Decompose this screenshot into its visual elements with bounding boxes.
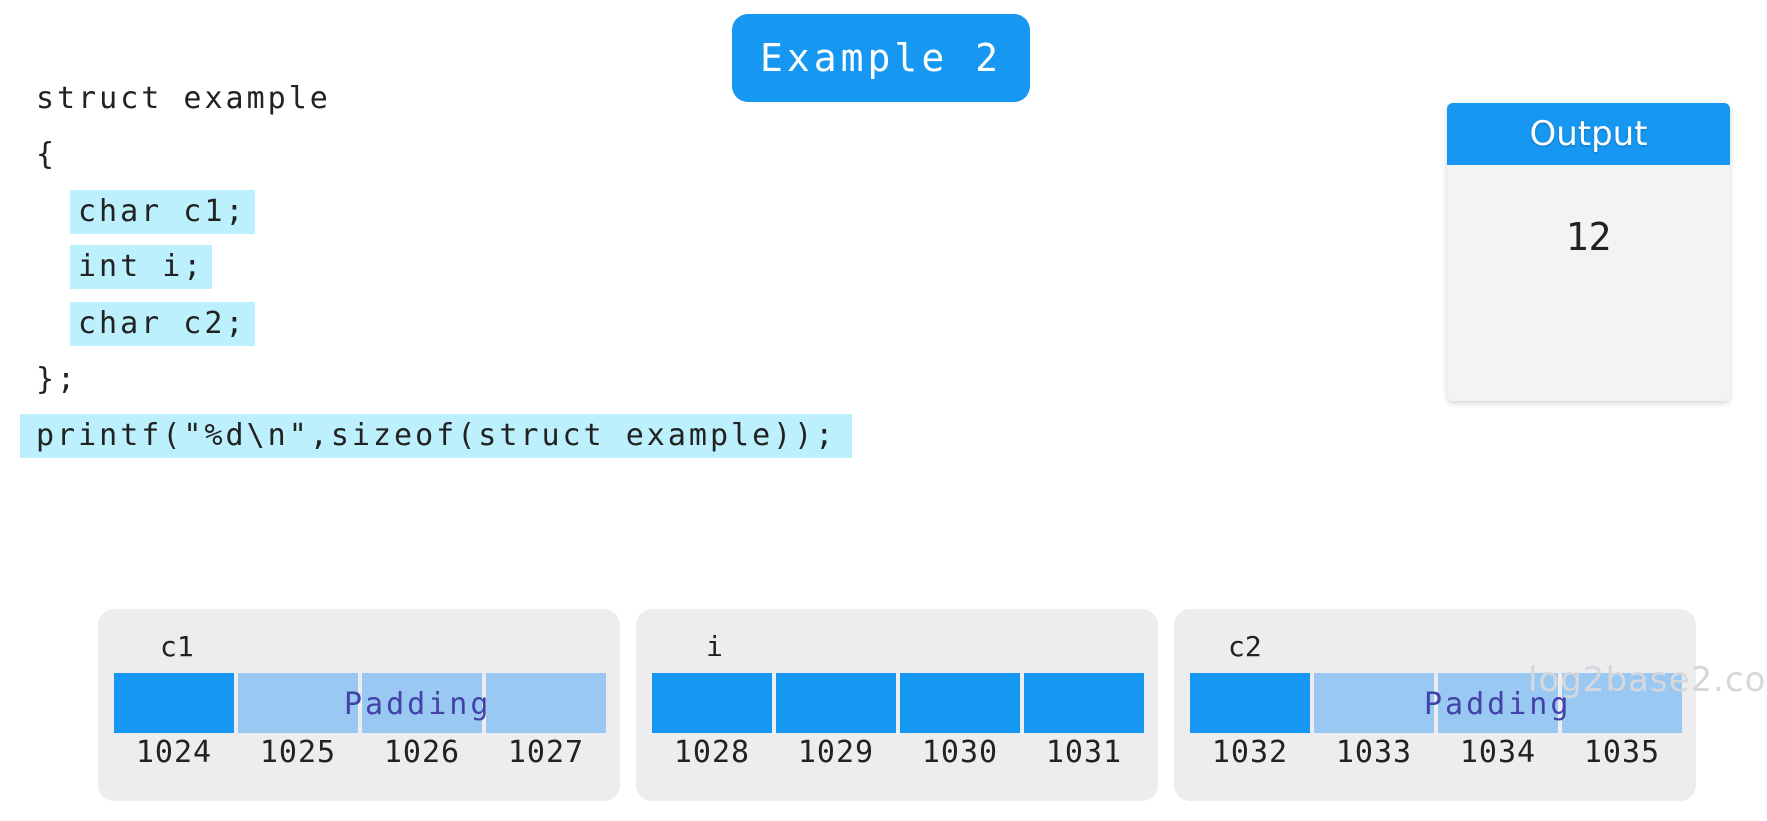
code-line-open-brace: { [36, 137, 58, 172]
address-1033: 1033 [1335, 735, 1413, 770]
memory-cell-1031 [1024, 673, 1144, 733]
memory-group-i: i 1028 1029 1030 1031 [636, 609, 1158, 801]
example-title: Example 2 [760, 36, 1002, 80]
address-1034: 1034 [1459, 735, 1537, 770]
output-panel: Output 12 [1447, 103, 1730, 401]
address-1026: 1026 [383, 735, 461, 770]
output-header: Output [1447, 103, 1730, 165]
code-line-int-i: int i; [70, 245, 213, 289]
address-1025: 1025 [259, 735, 337, 770]
memory-cell-1024 [114, 673, 234, 733]
code-line-printf: printf("%d\n",sizeof(struct example)); [20, 414, 853, 458]
code-line-char-c2: char c2; [70, 302, 255, 346]
padding-label-c1: Padding [344, 687, 492, 722]
memory-cell-1028 [652, 673, 772, 733]
memory-label-c2: c2 [1228, 630, 1262, 663]
memory-cell-1027 [486, 673, 606, 733]
memory-cell-1032 [1190, 673, 1310, 733]
padding-label-c2: Padding [1424, 687, 1572, 722]
address-1028: 1028 [673, 735, 751, 770]
address-1029: 1029 [797, 735, 875, 770]
address-1032: 1032 [1211, 735, 1289, 770]
output-value: 12 [1565, 215, 1612, 259]
example-title-badge: Example 2 [732, 14, 1030, 102]
memory-cell-1025 [238, 673, 358, 733]
memory-cell-1030 [900, 673, 1020, 733]
memory-label-i: i [706, 630, 723, 663]
memory-group-c1: c1 Padding 1024 1025 1026 1027 [98, 609, 620, 801]
memory-group-c2: c2 Padding 1032 1033 1034 1035 [1174, 609, 1696, 801]
code-line-close-brace: }; [36, 362, 79, 397]
address-1030: 1030 [921, 735, 999, 770]
address-1024: 1024 [135, 735, 213, 770]
memory-cell-1029 [776, 673, 896, 733]
address-1027: 1027 [507, 735, 585, 770]
address-1035: 1035 [1583, 735, 1661, 770]
memory-cell-1034 [1438, 673, 1558, 733]
memory-cell-1026 [362, 673, 482, 733]
code-line-char-c1: char c1; [70, 190, 255, 234]
memory-cell-1035 [1562, 673, 1682, 733]
watermark: log2base2.co [1528, 660, 1767, 700]
code-line-struct: struct example [36, 81, 331, 116]
address-1031: 1031 [1045, 735, 1123, 770]
memory-label-c1: c1 [160, 630, 194, 663]
memory-cell-1033 [1314, 673, 1434, 733]
